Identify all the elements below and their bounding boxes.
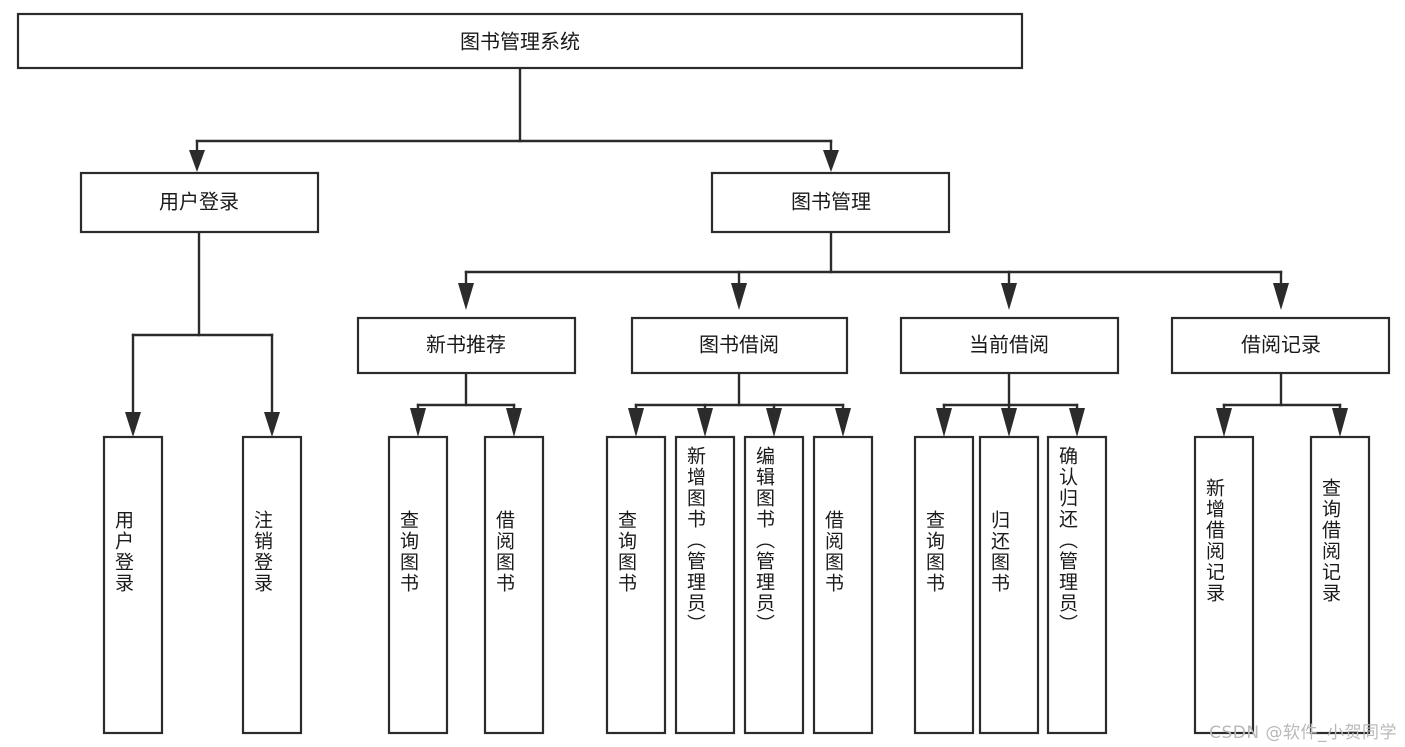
arrowhead-icon — [125, 412, 141, 437]
node-new-book-recommend-box[interactable] — [356, 316, 577, 375]
node-current-borrow[interactable]: 当前借阅 — [899, 316, 1120, 375]
node-root-label: 图书管理系统 — [460, 30, 580, 54]
leaf-query-book-3-box[interactable] — [913, 435, 975, 735]
arrowhead-icon — [264, 412, 280, 437]
node-book-borrow-label: 图书借阅 — [699, 333, 779, 357]
leaf-query-book-2-box[interactable] — [605, 435, 667, 735]
node-borrow-record-box[interactable] — [1170, 316, 1391, 375]
arrowhead-icon — [189, 150, 205, 172]
arrowhead-icon — [628, 408, 644, 437]
node-current-borrow-label: 当前借阅 — [969, 333, 1049, 357]
arrowhead-icon — [697, 408, 713, 437]
leaf-return-book-box[interactable] — [978, 435, 1040, 735]
node-new-book-recommend[interactable]: 新书推荐 — [356, 316, 577, 375]
node-user-login[interactable]: 用户登录 — [79, 171, 320, 234]
node-root[interactable]: 图书管理系统 — [16, 12, 1024, 70]
leaf-box-group — [102, 435, 1371, 735]
leaf-logout-login-box[interactable] — [241, 435, 303, 735]
leaf-borrow-book-1-box[interactable] — [483, 435, 545, 735]
arrowhead-icon — [823, 150, 839, 172]
arrowhead-icon — [936, 408, 952, 437]
leaf-add-book-box[interactable] — [674, 435, 736, 735]
arrowhead-icon — [1001, 283, 1017, 310]
arrowhead-icon — [1332, 408, 1348, 437]
leaf-query-book-1-box[interactable] — [387, 435, 449, 735]
arrowhead-icon — [506, 408, 522, 437]
leaf-user-login-box[interactable] — [102, 435, 164, 735]
leaf-query-record-box[interactable] — [1309, 435, 1371, 735]
node-root-box[interactable] — [16, 12, 1024, 70]
arrowhead-icon — [410, 408, 426, 437]
node-book-borrow[interactable]: 图书借阅 — [630, 316, 849, 375]
arrowhead-icon — [731, 283, 747, 310]
node-book-manage-label: 图书管理 — [791, 190, 871, 214]
node-current-borrow-box[interactable] — [899, 316, 1120, 375]
node-new-book-recommend-label: 新书推荐 — [426, 333, 506, 357]
node-user-login-label: 用户登录 — [159, 190, 239, 214]
node-user-login-box[interactable] — [79, 171, 320, 234]
node-borrow-record-label: 借阅记录 — [1241, 333, 1321, 357]
leaf-edit-book-box[interactable] — [743, 435, 805, 735]
arrowhead-icon — [1216, 408, 1232, 437]
csdn-watermark: CSDN @软件_小贺同学 — [1209, 723, 1397, 743]
arrowhead-icon — [835, 408, 851, 437]
node-book-borrow-box[interactable] — [630, 316, 849, 375]
leaf-add-record-box[interactable] — [1193, 435, 1255, 735]
arrowhead-icon — [1001, 408, 1017, 437]
leaf-confirm-return-box[interactable] — [1046, 435, 1108, 735]
leaf-borrow-book-2-box[interactable] — [812, 435, 874, 735]
arrowhead-group — [125, 150, 1348, 437]
arrowhead-icon — [458, 283, 474, 310]
node-book-manage[interactable]: 图书管理 — [710, 171, 951, 234]
arrowhead-icon — [1273, 283, 1289, 310]
arrowhead-icon — [1069, 408, 1085, 437]
arrowhead-icon — [766, 408, 782, 437]
node-book-manage-box[interactable] — [710, 171, 951, 234]
node-borrow-record[interactable]: 借阅记录 — [1170, 316, 1391, 375]
